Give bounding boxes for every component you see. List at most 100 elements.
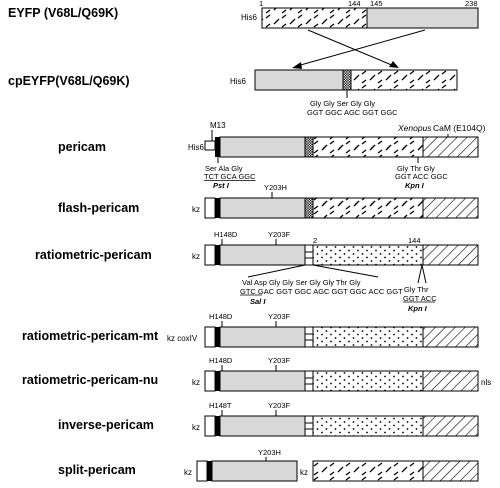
kz-box <box>204 415 216 437</box>
mutation-y203h: Y203H <box>258 448 281 457</box>
position-1: 1 <box>259 0 263 8</box>
position-238: 238 <box>465 0 478 8</box>
ratio-linker-block <box>304 244 314 266</box>
cam-segment <box>422 244 479 266</box>
ratio-gfp-segment <box>219 244 306 266</box>
mutation-h148d: H148D <box>209 312 233 321</box>
mutation-y203f: Y203F <box>268 401 291 410</box>
inverse-pericam-construct: kz H148T Y203F <box>192 401 479 437</box>
m13-bar <box>207 461 212 481</box>
nu-dotted-segment <box>312 370 424 392</box>
mutation-y203f: Y203F <box>268 312 291 321</box>
inverse-gfp-segment <box>219 415 306 437</box>
label-flash-pericam: flash-pericam <box>58 201 139 215</box>
permutation-arrows <box>292 29 426 69</box>
m13-linker-aa: Ser Ala Gly <box>205 164 243 173</box>
mt-dotted-segment <box>312 326 424 348</box>
kz-tag: kz <box>184 468 192 477</box>
ratio-linker-block <box>304 326 314 348</box>
kpni-site: Kpn I <box>405 181 425 190</box>
cpeyfp-dashed-segment <box>350 69 458 91</box>
label-pericam: pericam <box>58 140 106 154</box>
mt-gfp-segment <box>219 326 306 348</box>
his6-tag: His6 <box>188 143 205 152</box>
ratiometric-pericam-mt-construct: kz coxIV H148D Y203F <box>167 312 479 348</box>
label-eyfp: EYFP (V68L/Q69K) <box>8 6 118 20</box>
kz-tag: kz <box>192 252 200 261</box>
label-cpeyfp: cpEYFP(V68L/Q69K) <box>8 74 130 88</box>
ratio-linker-aa: Val Asp Gly Gly Ser Gly Gly Thr Gly <box>242 278 361 287</box>
kpni-site: Kpn I <box>408 304 428 313</box>
position-145: 145 <box>370 0 383 8</box>
label-ratiometric-pericam-nu: ratiometric-pericam-nu <box>22 373 158 387</box>
mutation-y203f: Y203F <box>268 230 291 239</box>
eyfp-construct: His6 1 144 145 238 <box>241 0 479 29</box>
ratiometric-pericam-nu-construct: kz nls H148D Y203F <box>192 356 491 392</box>
mutation-y203f: Y203F <box>268 356 291 365</box>
cpeyfp-gray-segment <box>254 69 344 91</box>
m13-linker-nt: TCT GCA GGC <box>204 172 256 181</box>
cam-segment <box>422 326 479 348</box>
label-ratiometric-pericam-mt: ratiometric-pericam-mt <box>22 329 159 343</box>
mutation-h148d: H148D <box>214 230 238 239</box>
split-gfp-segment <box>211 460 298 482</box>
position-144: 144 <box>408 236 421 245</box>
cam-segment <box>422 460 479 482</box>
kz-coxiv-tag: kz coxIV <box>167 334 198 343</box>
kz-box <box>204 197 216 219</box>
cp-linker-nt: GGT GGC AGC GGT GGC <box>307 108 398 117</box>
sali-site: Sal I <box>250 297 266 306</box>
nls-tag: nls <box>481 378 491 387</box>
mutation-y203h: Y203H <box>264 183 287 192</box>
kz-tag-2: kz <box>300 468 308 477</box>
m13-bar <box>215 137 220 157</box>
ratio-linker-block <box>304 415 314 437</box>
pericam-construct: M13 His6 Xenopus CaM (E104Q) Ser Ala Gly… <box>188 121 486 190</box>
m13-bar <box>215 198 220 218</box>
cam-segment <box>422 197 479 219</box>
psti-site: Pst I <box>213 181 230 190</box>
m13-bar <box>215 245 220 265</box>
his6-tag: His6 <box>230 77 247 86</box>
ratio-cam-linker-nt: GGT ACC <box>403 294 437 303</box>
m13-bar <box>215 327 220 347</box>
flash-pericam-construct: kz Y203H <box>192 183 479 219</box>
split-pericam-construct: kz Y203H kz <box>184 448 479 482</box>
kz-box <box>204 326 216 348</box>
ratio-dotted-segment <box>312 244 424 266</box>
ratio-linker-nt: GTC GAC GGT GGC AGC GGT GGC ACC GGT <box>240 287 403 296</box>
m13-bar <box>215 371 220 391</box>
label-inverse-pericam: inverse-pericam <box>58 418 154 432</box>
flash-dashed-segment <box>312 197 424 219</box>
mutation-h148d: H148D <box>209 356 233 365</box>
cam-segment <box>422 415 479 437</box>
label-split-pericam: split-pericam <box>58 463 136 477</box>
cpeyfp-construct: His6 Gly Gly Ser Gly Gly GGT GGC AGC GGT… <box>230 69 458 117</box>
ratio-cam-linker-aa: Gly Thr <box>404 285 429 294</box>
cam-segment <box>422 370 479 392</box>
inverse-dotted-segment <box>312 415 424 437</box>
kz-box <box>204 370 216 392</box>
cam-segment <box>422 136 479 158</box>
split-dashed-segment <box>312 460 424 482</box>
m13-bar <box>215 416 220 436</box>
cp-linker-block <box>342 69 352 91</box>
pericam-gfp-segment <box>219 136 306 158</box>
kz-box <box>196 460 208 482</box>
position-2: 2 <box>313 236 317 245</box>
nu-gfp-segment <box>219 370 306 392</box>
eyfp-c-terminal-segment <box>366 7 479 29</box>
kz-tag: kz <box>192 378 200 387</box>
pericam-dashed-segment <box>312 136 424 158</box>
kz-tag: kz <box>192 423 200 432</box>
cam-linker-aa: Gly Thr Gly <box>397 164 435 173</box>
m13-label: M13 <box>210 121 226 130</box>
cam-label: CaM (E104Q) <box>433 123 486 133</box>
kz-tag: kz <box>192 205 200 214</box>
cam-linker-nt: GGT ACC GGC <box>395 172 448 181</box>
position-144: 144 <box>348 0 361 8</box>
eyfp-n-terminal-segment <box>261 7 368 29</box>
xenopus-label: Xenopus <box>397 123 432 133</box>
kz-box <box>204 244 216 266</box>
